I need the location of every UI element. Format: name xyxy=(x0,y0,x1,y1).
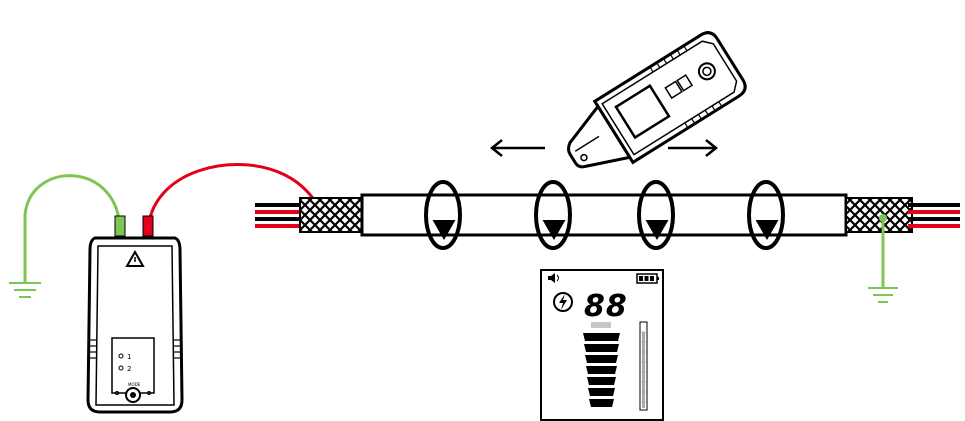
battery-icon xyxy=(636,273,659,284)
indicator-led-1: 1 xyxy=(118,353,131,361)
svg-text:2: 2 xyxy=(127,365,131,373)
speaker-icon xyxy=(548,273,559,283)
mode-knob: MODE xyxy=(125,382,141,403)
lcd-digits: 88 xyxy=(584,289,628,324)
field-loop-4 xyxy=(747,180,785,250)
ground-symbol-icon xyxy=(9,282,41,298)
level-meter xyxy=(639,321,648,411)
indicator-led-2: 2 xyxy=(118,365,131,373)
field-loop-2 xyxy=(534,180,572,250)
right-ground-wire xyxy=(868,214,898,303)
field-loop-1 xyxy=(424,180,462,250)
receiver-lcd-display: 88 xyxy=(540,269,664,421)
power-icon xyxy=(553,292,573,312)
field-loops xyxy=(424,180,785,250)
signal-bargraph xyxy=(583,322,620,407)
transmitter-device: 1 2 MODE xyxy=(86,215,184,414)
receiver-probe xyxy=(567,31,747,169)
cable-right-end xyxy=(845,197,960,233)
field-loop-3 xyxy=(637,180,675,250)
cable-body xyxy=(360,193,848,237)
ground-symbol-icon xyxy=(868,287,898,303)
svg-text:1: 1 xyxy=(127,353,131,361)
left-ground-wire xyxy=(9,174,122,298)
svg-text:MODE: MODE xyxy=(128,382,141,387)
arrow-left-icon xyxy=(489,139,545,157)
warning-triangle-icon xyxy=(125,249,145,267)
arrow-right-icon xyxy=(668,139,719,157)
cable-left-end xyxy=(255,197,365,233)
